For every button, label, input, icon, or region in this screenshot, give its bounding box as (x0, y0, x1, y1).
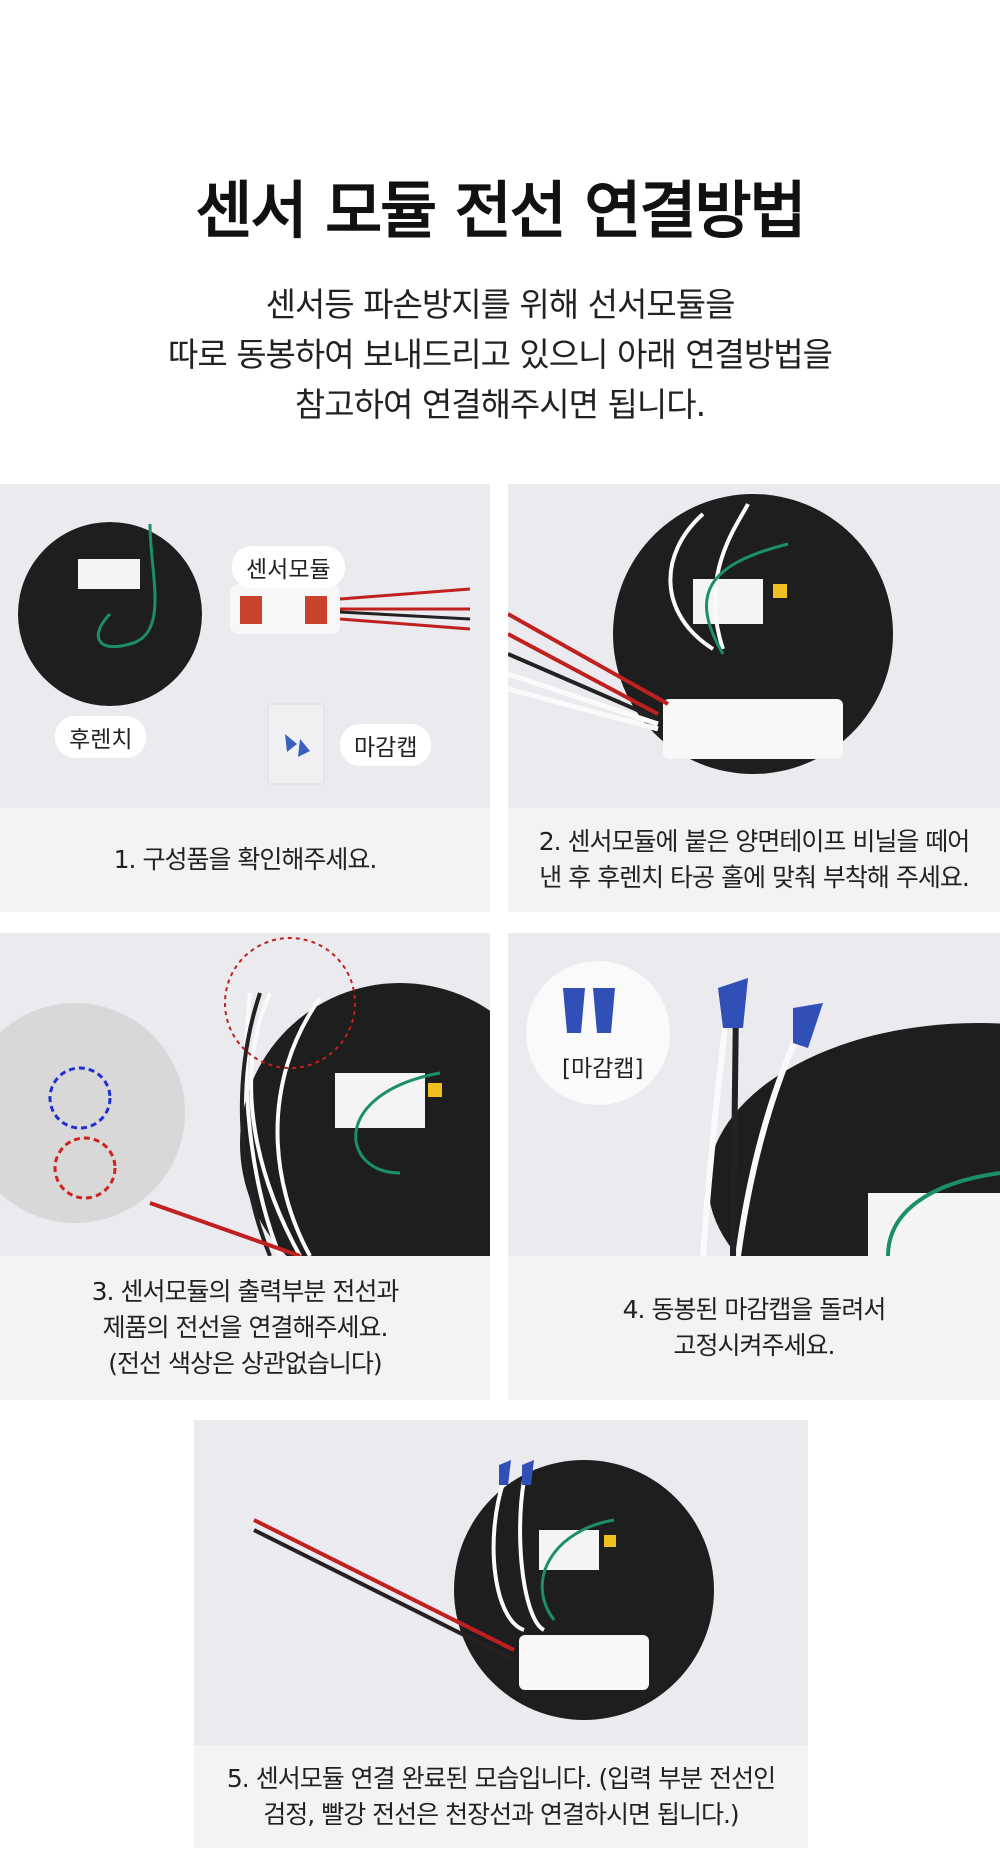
caption-line: 검정, 빨강 전선은 천장선과 연결하시면 됩니다.) (263, 1799, 739, 1829)
caption-line: (전선 색상은 상관없습니다) (108, 1349, 382, 1378)
caption-line: 낸 후 후렌치 타공 홀에 맞춰 부착해 주세요. (539, 863, 970, 892)
intro-text: 센서등 파손방지를 위해 선서모듈을 따로 동봉하여 보내드리고 있으니 아래 … (0, 280, 1000, 430)
caption-line: 2. 센서모듈에 붙은 양면테이프 비닐을 떼어 (538, 827, 971, 856)
caption-line: 4. 동봉된 마감캡을 돌려서 (622, 1295, 887, 1324)
step-5-photo (194, 1420, 808, 1745)
step-1: 센서모듈 후렌치 마감캡 1. 구성품을 확인해주세요. (0, 484, 490, 912)
step-1-photo: 센서모듈 후렌치 마감캡 (0, 484, 490, 808)
step-3-photo (0, 933, 490, 1256)
label-sensor-module: 센서모듈 (232, 546, 345, 588)
caption-line: 제품의 전선을 연결해주세요. (102, 1313, 389, 1342)
label-bracket: 후렌치 (55, 716, 147, 758)
intro-line: 센서등 파손방지를 위해 선서모듈을 (265, 285, 736, 324)
step-4-photo: [마감캡] (508, 933, 1000, 1256)
caption-line: 5. 센서모듈 연결 완료된 모습입니다. (입력 부분 전선인 (226, 1763, 776, 1793)
intro-line: 따로 동봉하여 보내드리고 있으니 아래 연결방법을 (167, 335, 833, 374)
step-1-caption: 1. 구성품을 확인해주세요. (0, 808, 490, 912)
label-cap: 마감캡 (340, 724, 432, 766)
caption-line: 1. 구성품을 확인해주세요. (113, 845, 378, 874)
page-title: 센서 모듈 전선 연결방법 (195, 174, 806, 247)
caption-line: 3. 센서모듈의 출력부분 전선과 (91, 1277, 400, 1306)
step-2-photo (508, 484, 1000, 808)
intro-line: 참고하여 연결해주시면 됩니다. (294, 385, 706, 424)
caption-line: 고정시켜주세요. (673, 1331, 836, 1360)
label-cap: [마감캡] (562, 1056, 644, 1082)
